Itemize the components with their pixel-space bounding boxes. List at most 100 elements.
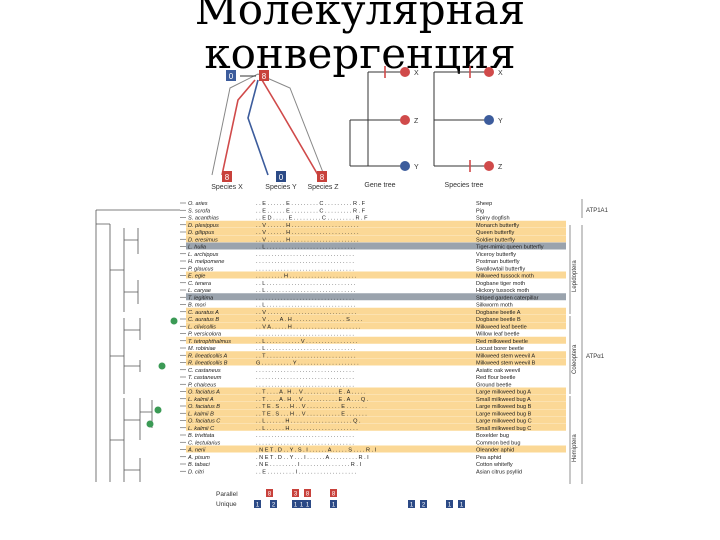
- unique-count: 1: [306, 503, 310, 509]
- sequence: . . L . . . . . . . . . . . . . . . . . …: [256, 281, 356, 287]
- species-name: L. kalmii A: [188, 397, 214, 403]
- badge-x: [222, 171, 232, 182]
- tree-trunk: [95, 209, 180, 482]
- row-highlight: [186, 315, 566, 322]
- row-highlight: [186, 387, 566, 395]
- parallel-box: [304, 489, 311, 497]
- species-y-label: Species Y: [265, 184, 297, 191]
- species-name: S. scrofa: [188, 208, 210, 214]
- row-highlight: [186, 307, 566, 315]
- badge-z-label: 8: [320, 173, 325, 182]
- hemiptera-label: Hemiptera: [572, 434, 578, 462]
- node-marker: [170, 317, 178, 325]
- common-name: Postman butterfly: [476, 259, 520, 265]
- sequence: . . . . . . . . . . . . . . . . . . . . …: [256, 433, 354, 439]
- row-highlight: [186, 220, 566, 228]
- parallel-count: 8: [306, 492, 310, 498]
- sequence: . N E T . D . . Y . S . I . . . . . . A …: [256, 448, 377, 454]
- common-name: Spiny dogfish: [476, 216, 510, 222]
- row-highlight: [186, 394, 566, 402]
- gene-tree-tip-z-label: Z: [414, 118, 419, 125]
- common-name: Striped garden caterpillar: [476, 295, 539, 301]
- sequence: . . . . . . . . . . . . . . . . . . . . …: [256, 375, 354, 381]
- species-name: C. castaneus: [188, 368, 221, 374]
- species-name: T. castaneum: [188, 375, 222, 381]
- sequence: . . L . . . . . . . . . . . . . . . . . …: [256, 303, 356, 309]
- row-highlight: [186, 423, 566, 431]
- parallel-count: 3: [294, 492, 298, 498]
- common-name: Viceroy butterfly: [476, 252, 516, 258]
- common-name: Cotton whitefly: [476, 462, 513, 468]
- sequence: . . . . . . . . . . . . . . . . . . . . …: [256, 382, 354, 388]
- species-name: L. hulia: [188, 245, 206, 251]
- root-badge-left: [226, 70, 236, 81]
- sequence: . . V . . . . . . H . . . . . . . . . . …: [256, 223, 359, 229]
- common-name: Dogbane beetle A: [476, 310, 521, 316]
- badge-y: [276, 171, 286, 182]
- sequence: . N E . . . . . . . . . I . . . . . . . …: [256, 462, 362, 468]
- row-highlight: [186, 322, 566, 330]
- top-panel: 0 8 8 0 8 Species X Species Y Species Z …: [211, 66, 503, 191]
- species-name: D. gilippus: [188, 230, 214, 236]
- row-highlight: [186, 409, 566, 417]
- species-name: R. lineaticollis B: [188, 361, 228, 367]
- gene-tree-tip-x: [400, 67, 410, 77]
- group-brackets: ATP1A1 ATPα1 Lepidoptera Coleoptera Hemi…: [569, 199, 609, 484]
- sequence: . . T . . . . A . H . . V . . . . . . . …: [256, 397, 369, 403]
- sequence: . . E . . . . . . E . . . . . . . . . C …: [256, 208, 366, 214]
- gene-tree-branches: [349, 71, 404, 167]
- unique-count: 2: [272, 503, 276, 509]
- row-highlight: [186, 228, 566, 235]
- unique-count: 1: [448, 503, 452, 509]
- common-name: Milkweed tussock moth: [476, 274, 534, 280]
- sequence: . . L . . . . . . H . . . . . . . . . . …: [256, 426, 358, 432]
- common-name: Oleander aphid: [476, 448, 514, 454]
- species-name: R. lineaticollis A: [188, 353, 228, 359]
- unique-box: [408, 500, 415, 508]
- root-label-left: 0: [229, 72, 234, 81]
- root-label-right: 8: [262, 72, 267, 81]
- species-name: T. tetrophthalmus: [188, 339, 231, 345]
- species-name: S. acanthias: [188, 216, 219, 222]
- common-name: Large milkweed bug A: [476, 390, 531, 396]
- slide-title-line-1: Молекулярная: [194, 0, 526, 34]
- badge-y-label: 0: [279, 173, 284, 182]
- row-highlight: [186, 235, 566, 243]
- species-name: H. melpomene: [188, 259, 224, 265]
- sequence: . . . . . . . . . . . . . . . . . . . . …: [256, 259, 354, 265]
- species-name: L. caryae: [188, 288, 211, 294]
- tree-hemiptera: [110, 398, 153, 482]
- common-name: Common bed bug: [476, 440, 520, 446]
- sequence: . . . . . . . . . . . . . . . . . . . . …: [256, 332, 354, 338]
- tree-lepidoptera: [110, 228, 139, 312]
- species-tree-tip-y-label: Y: [498, 118, 503, 125]
- species-tree-tip-z: [484, 161, 494, 171]
- common-name: Large milkweed bug B: [476, 404, 532, 410]
- unique-count: 1: [410, 503, 414, 509]
- sequence: . . V . . . . . . . . . . . . . . . . . …: [256, 310, 357, 316]
- sequence: . . L . . . . . . H . . . . . . . . . . …: [256, 419, 361, 425]
- common-name: Sheep: [476, 201, 492, 207]
- sequence: . . . . . . . . . . . . . . . . . . . . …: [256, 266, 354, 272]
- species-name: B. trivittata: [188, 433, 214, 439]
- unique-count: 1: [256, 503, 260, 509]
- parallel-count: 8: [268, 492, 272, 498]
- common-name: Red flour beetle: [476, 375, 516, 381]
- badge-x-label: 8: [225, 173, 230, 182]
- sequence: . . T E . S . . . H . . V . . . . . . . …: [256, 404, 367, 410]
- common-name: Small milkweed bug A: [476, 397, 531, 403]
- common-name: Milkweed stem weevil A: [476, 353, 535, 359]
- sequence: . . E . . . . . . E . . . . . . . . . C …: [256, 201, 366, 207]
- unique-box: [298, 500, 305, 508]
- node-marker: [158, 362, 166, 370]
- sequence: . . V . . . . . . H . . . . . . . . . . …: [256, 237, 359, 243]
- lepidoptera-label: Lepidoptera: [572, 260, 578, 292]
- row-highlight: [186, 358, 566, 366]
- species-name: D. citri: [188, 469, 205, 475]
- unique-count: 1: [300, 503, 304, 509]
- species-name: D. eresimus: [188, 237, 218, 243]
- species-name: L. archippus: [188, 252, 219, 258]
